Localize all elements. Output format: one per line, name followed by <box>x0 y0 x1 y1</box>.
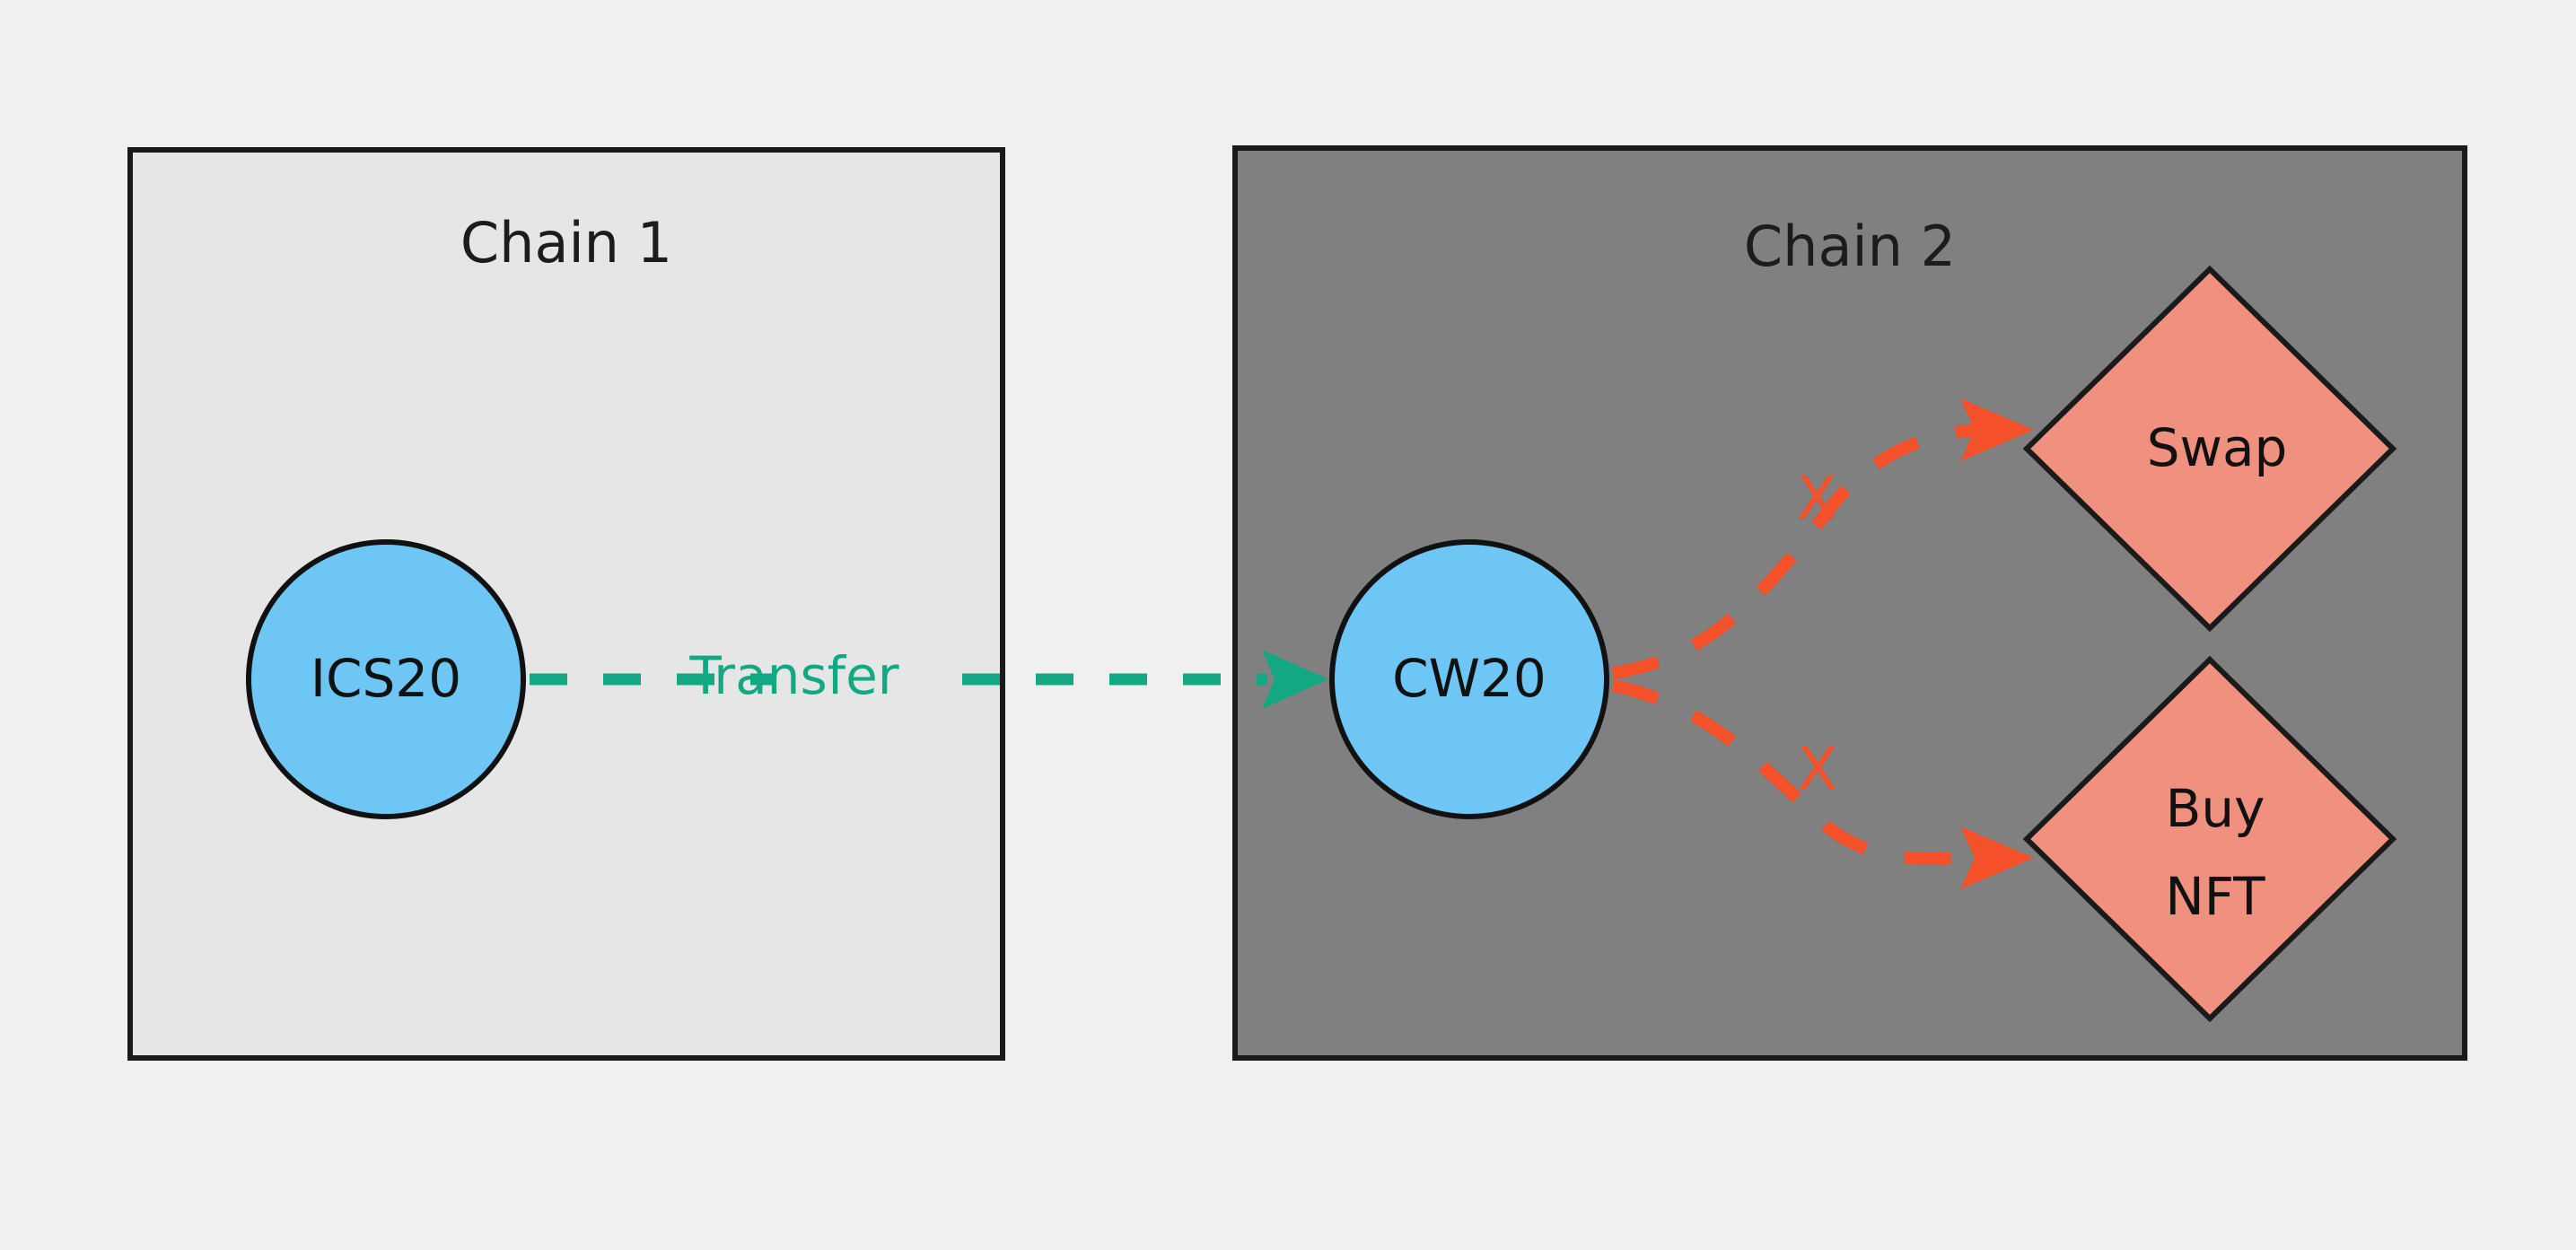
transfer-arrowhead-icon <box>1262 650 1328 709</box>
swap-label: Swap <box>2147 417 2288 478</box>
transfer-edge-label: Transfer <box>688 645 898 706</box>
node-swap[interactable]: Swap <box>2022 265 2397 633</box>
cw20-label: CW20 <box>1392 648 1546 709</box>
blocked-marker-buy-nft-icon: X <box>1797 735 1837 804</box>
cw20-to-swap-dashed-path <box>1611 423 1998 679</box>
ics20-circle <box>246 539 526 819</box>
edge-transfer[interactable]: Transfer <box>530 645 1328 709</box>
node-cw20[interactable]: CW20 <box>1329 539 1609 819</box>
buy-nft-label-line-2: NFT <box>2165 866 2265 927</box>
cw20-to-buy-nft-dashed-path <box>1611 679 1998 865</box>
buy-nft-label-line-1: Buy <box>2166 778 2265 839</box>
cw20-circle <box>1329 539 1609 819</box>
edge-cw20-to-buy-nft[interactable]: X <box>1611 679 2034 889</box>
buy-nft-diamond <box>2022 655 2397 1023</box>
ics20-label: ICS20 <box>311 648 461 709</box>
chain-1-title: Chain 1 <box>460 210 672 275</box>
edge-cw20-to-swap[interactable]: X <box>1611 398 2034 679</box>
chain-1-container[interactable]: Chain 1 <box>127 147 1005 1061</box>
chain-1-box <box>127 147 1005 1061</box>
node-buy-nft[interactable]: Buy NFT <box>2022 655 2397 1023</box>
chain-2-title: Chain 2 <box>1744 214 1956 279</box>
cw20-to-swap-arrowhead-icon <box>1960 398 2034 461</box>
cw20-to-buy-nft-arrowhead-icon <box>1960 826 2034 889</box>
blocked-marker-swap-icon: X <box>1796 464 1836 533</box>
swap-diamond <box>2022 265 2397 633</box>
node-ics20[interactable]: ICS20 <box>246 539 526 819</box>
